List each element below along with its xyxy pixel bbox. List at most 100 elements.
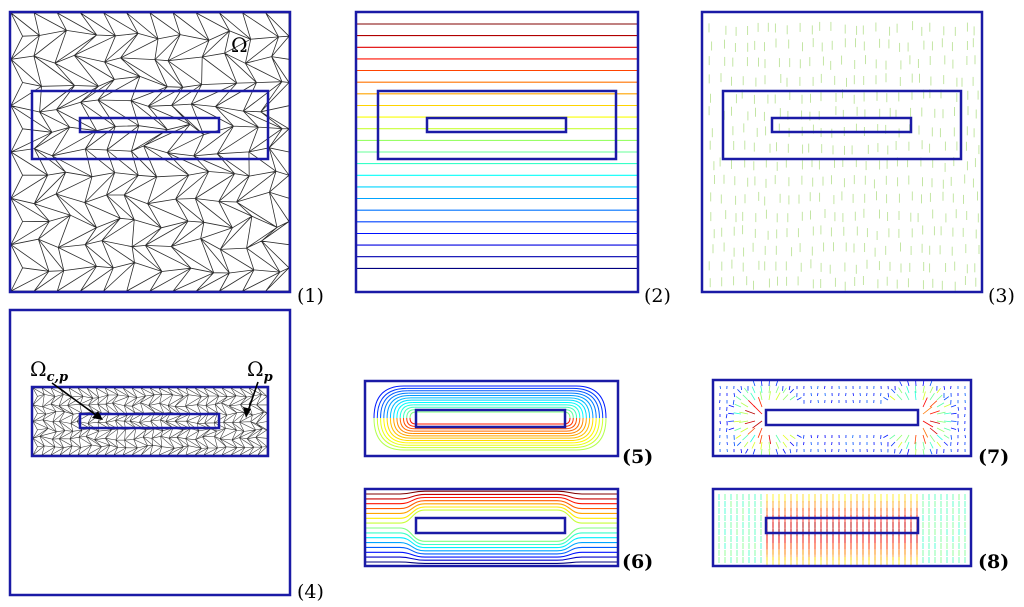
- contour-line: [366, 496, 617, 505]
- vector-arrow: [796, 397, 802, 401]
- vector-arrow: [929, 448, 933, 455]
- vector-arrow: [733, 441, 736, 447]
- contour-loop-lower: [415, 417, 574, 427]
- contour-loop-lower: [408, 417, 597, 444]
- vector-arrow: [737, 389, 742, 394]
- vector-arrow: [922, 397, 928, 408]
- vector-arrow: [922, 385, 925, 394]
- vector-arrow: [775, 434, 781, 443]
- vector-arrow: [936, 441, 942, 448]
- vector-arrow: [768, 448, 770, 456]
- panel-1-domain-frame: [8, 10, 292, 294]
- vector-arrow: [768, 391, 771, 401]
- vector-arrow: [936, 434, 943, 441]
- panel-4-inclusion: [78, 412, 221, 430]
- vector-arrow: [734, 427, 742, 431]
- vector-arrow: [936, 402, 945, 408]
- contour-loop-upper-left: [402, 406, 415, 419]
- contour-loop-lower: [416, 417, 571, 425]
- vector-arrow: [732, 399, 735, 405]
- vector-arrow: [964, 434, 966, 439]
- vector-arrow: [782, 434, 789, 441]
- panel-label-8: (8): [978, 551, 1009, 573]
- vector-arrow: [936, 394, 943, 401]
- panel-4-subdomain-frame: [30, 385, 270, 458]
- vector-arrow: [752, 420, 763, 429]
- vector-arrow: [929, 434, 936, 443]
- vector-arrow: [904, 392, 910, 401]
- contour-loop-upper-left: [383, 392, 409, 419]
- contour-line: [366, 506, 617, 519]
- vector-arrow: [733, 420, 742, 423]
- panel-1-inclusion: [78, 116, 221, 134]
- panel-6-inclusion: [414, 516, 567, 535]
- contour-loop-upper: [404, 385, 607, 419]
- panel-3: (3): [700, 10, 1015, 307]
- panel-3-domain-frame: [700, 10, 984, 294]
- vector-arrow: [950, 434, 952, 440]
- vector-arrow: [899, 381, 903, 387]
- vector-arrow: [896, 434, 903, 441]
- contour-loop-lower: [411, 417, 587, 437]
- vector-arrow: [936, 427, 945, 433]
- vector-arrow: [929, 441, 934, 449]
- vector-arrow: [742, 394, 749, 401]
- contour-loop-lower-left: [406, 417, 416, 427]
- vector-arrow: [775, 380, 779, 387]
- contour-loop-lower-left: [402, 417, 415, 430]
- vector-arrow: [891, 388, 896, 394]
- vector-arrow: [739, 411, 749, 415]
- vector-arrow: [789, 388, 794, 394]
- panel-label-4: (4): [297, 581, 324, 603]
- vector-arrow: [775, 448, 779, 455]
- contour-loop-upper: [416, 411, 571, 419]
- local-contour-lines: [373, 385, 607, 451]
- vector-arrow: [735, 396, 742, 401]
- vector-arrow: [914, 391, 917, 401]
- vector-arrow: [922, 448, 925, 455]
- vector-arrow: [929, 392, 935, 401]
- vector-arrow: [943, 396, 950, 401]
- vector-arrow: [896, 394, 903, 401]
- vector-arrow: [950, 412, 957, 415]
- vector-arrow: [758, 397, 763, 408]
- contour-loop-lower-left: [373, 417, 405, 451]
- vector-arrow: [907, 448, 910, 455]
- vector-arrow: [751, 441, 756, 449]
- vector-arrow: [752, 448, 756, 455]
- vector-arrow: [904, 434, 910, 443]
- vector-arrow: [742, 434, 749, 441]
- vector-arrow: [899, 448, 903, 454]
- vector-arrow: [719, 420, 721, 425]
- contour-loop-lower: [406, 417, 604, 449]
- contour-loop-upper-left: [393, 399, 412, 419]
- contour-loop-upper-left: [386, 394, 410, 419]
- contour-loop-lower-left: [396, 417, 413, 434]
- vector-arrow: [915, 385, 917, 394]
- uniform-vector-field: [708, 21, 980, 291]
- panel-3-subdomain-frame: [721, 89, 963, 161]
- contour-loop-upper: [407, 390, 600, 419]
- panel-4-domain-frame: [8, 308, 292, 597]
- vector-arrow: [817, 434, 819, 439]
- vector-arrow: [922, 406, 933, 415]
- vector-arrow: [883, 396, 889, 401]
- vector-arrow: [929, 380, 933, 387]
- vector-arrow: [897, 441, 903, 448]
- contour-loop-lower-left: [376, 417, 407, 449]
- vector-arrow: [922, 420, 934, 428]
- vector-arrow: [728, 404, 735, 408]
- vector-arrow: [733, 392, 736, 397]
- panel-2-inclusion: [425, 116, 568, 134]
- contour-loop-upper: [413, 404, 581, 419]
- contour-loop-upper: [412, 402, 584, 419]
- panel-label-7: (7): [978, 446, 1009, 468]
- vector-arrow: [824, 448, 826, 453]
- vector-arrow: [759, 434, 763, 444]
- panel-5-subdomain-frame: [363, 379, 620, 458]
- vector-arrow: [726, 427, 728, 433]
- panel-7: (7): [711, 378, 1009, 468]
- corrected-vector-field: [718, 494, 966, 566]
- vector-arrow: [744, 387, 749, 394]
